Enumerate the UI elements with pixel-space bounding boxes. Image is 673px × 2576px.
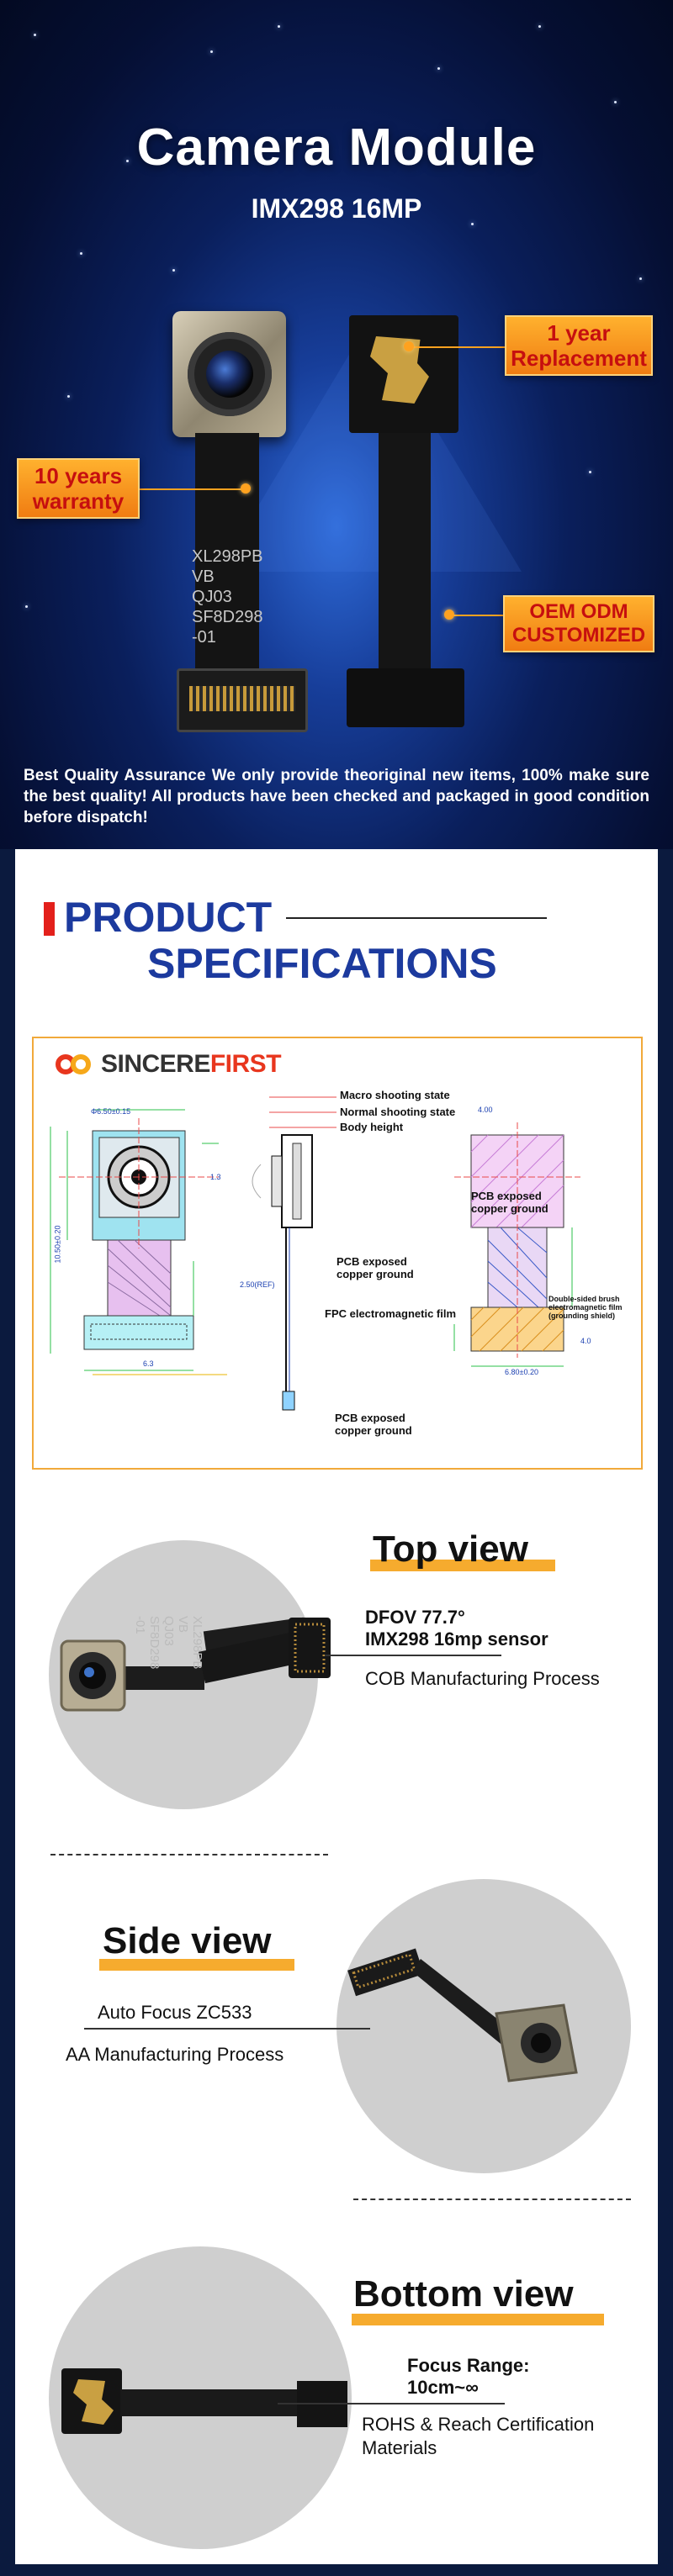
specs-title-line2: SPECIFICATIONS — [147, 940, 497, 987]
title-highlight — [352, 2314, 604, 2325]
bottom-leader-line — [278, 2403, 505, 2404]
camera-bottom-image — [61, 2368, 347, 2434]
oem-tag: OEM ODM CUSTOMIZED — [503, 595, 654, 652]
pointer-dot — [444, 610, 454, 620]
bottom-view-title: Bottom view — [353, 2273, 574, 2315]
hero-banner: Camera Module IMX298 16MP XL298PB VB QJ0… — [0, 0, 673, 849]
top-leader-line — [325, 1655, 501, 1656]
top-dfov: DFOV 77.7° — [365, 1607, 465, 1628]
label-pcb-2: PCB exposed copper ground — [471, 1190, 548, 1215]
hero-title: Camera Module — [136, 119, 537, 177]
quality-paragraph: Best Quality Assurance We only provide t… — [24, 767, 649, 826]
bottom-certification: ROHS & Reach Certification Materials — [362, 2414, 595, 2458]
title-accent — [44, 902, 55, 936]
flex-cable — [195, 433, 259, 673]
drawing-lines — [50, 1096, 580, 1411]
technical-drawing: SINCEREFIRST — [32, 1037, 643, 1470]
connector — [177, 668, 308, 732]
top-view-title: Top view — [373, 1528, 528, 1570]
pointer-dot — [241, 483, 251, 494]
label-normal: Normal shooting state — [340, 1106, 456, 1118]
side-autofocus: Auto Focus ZC533 — [98, 2002, 252, 2023]
camera-module-front — [172, 311, 286, 437]
bottom-focus-range: 10cm~∞ — [407, 2377, 479, 2398]
side-view-title: Side view — [103, 1920, 272, 1961]
side-process: AA Manufacturing Process — [66, 2044, 284, 2065]
flex-print: XL298PB VB QJ03 SF8D298 -01 — [192, 547, 263, 647]
top-view-photo: XL298PB VB QJ03 SF8D298 -01 — [49, 1540, 331, 1809]
brand-logo-icon — [56, 1053, 94, 1076]
warranty-tag: 10 years warranty — [17, 458, 140, 519]
title-highlight — [370, 1560, 555, 1571]
flex-cable-back — [379, 433, 431, 673]
title-rule — [286, 917, 547, 919]
lens-icon — [206, 351, 253, 398]
divider — [50, 1854, 328, 1855]
top-process: COB Manufacturing Process — [365, 1668, 600, 1689]
label-pcb-3: PCB exposed copper ground — [335, 1412, 412, 1437]
hero-subtitle: IMX298 16MP — [251, 193, 422, 224]
bottom-view-photo — [49, 2246, 352, 2549]
label-macro: Macro shooting state — [340, 1089, 450, 1101]
specs-title-line1: PRODUCT — [64, 894, 273, 941]
replacement-tag: 1 year Replacement — [505, 315, 653, 376]
pointer-dot — [404, 341, 414, 351]
bottom-focus-label: Focus Range: — [407, 2355, 530, 2376]
divider — [353, 2199, 631, 2200]
connector-back — [347, 668, 464, 727]
label-body-height: Body height — [340, 1121, 404, 1133]
label-pcb-1: PCB exposed copper ground — [336, 1255, 414, 1280]
top-sensor: IMX298 16mp sensor — [365, 1628, 548, 1650]
label-shield: Double-sided brush electromagnetic film … — [548, 1295, 623, 1320]
side-view-photo — [336, 1879, 631, 2173]
camera-side-image — [347, 1948, 578, 2082]
top-flex-print: XL298PB VB QJ03 SF8D298 -01 — [133, 1616, 204, 1670]
side-leader-line — [84, 2028, 370, 2030]
title-highlight — [99, 1959, 294, 1971]
brand-logo: SINCEREFIRST — [56, 1050, 282, 1079]
label-fpc: FPC electromagnetic film — [325, 1307, 457, 1320]
camera-top-image — [60, 1617, 331, 1712]
